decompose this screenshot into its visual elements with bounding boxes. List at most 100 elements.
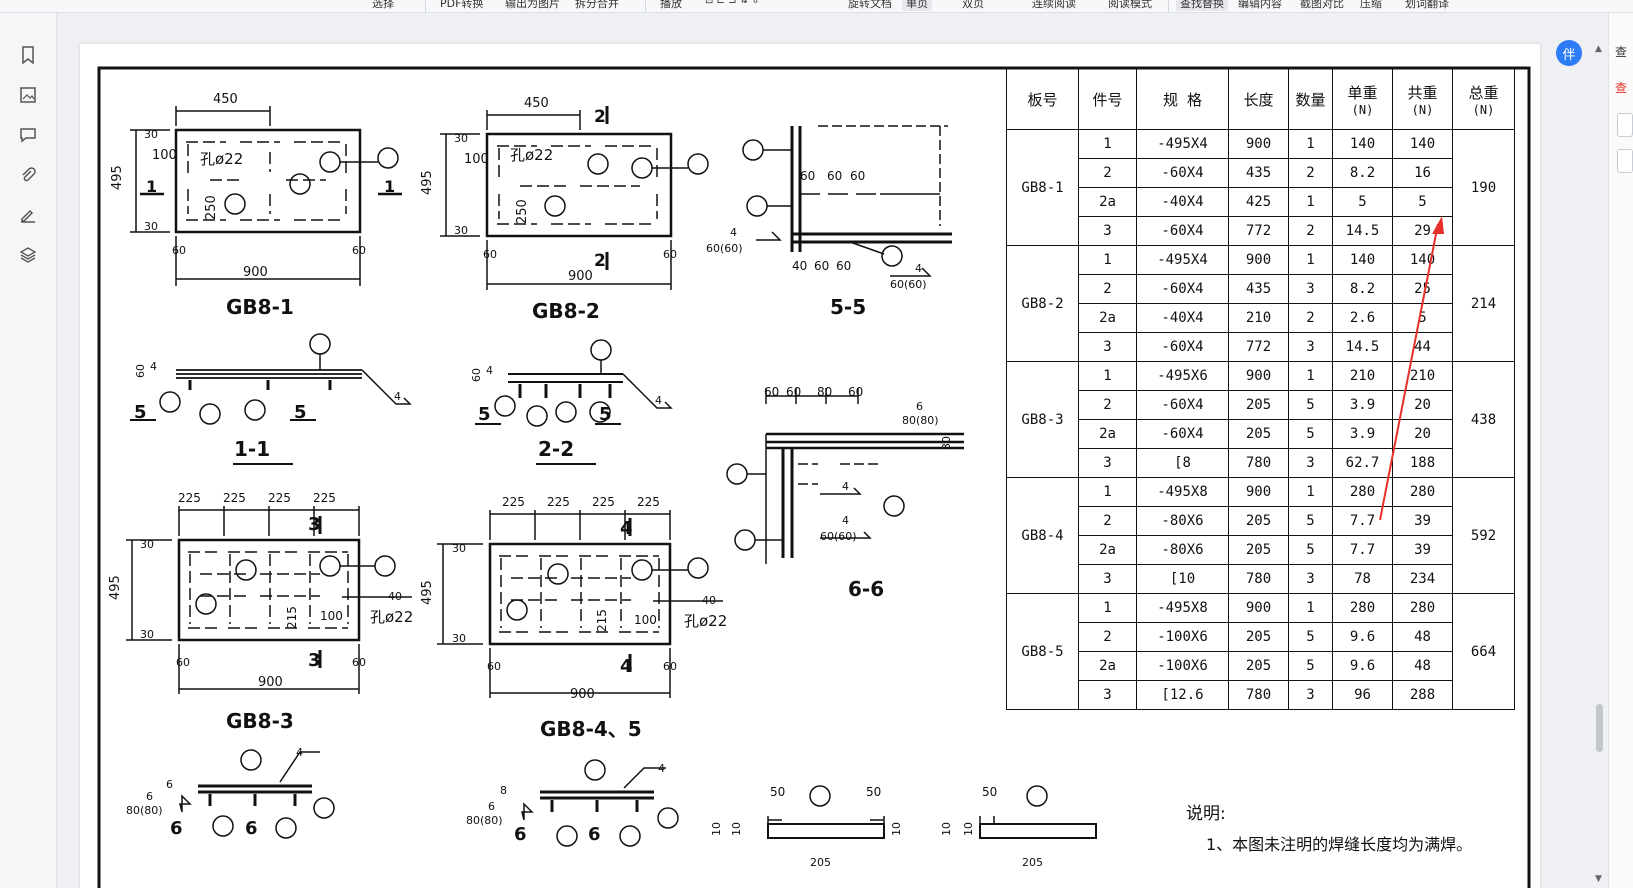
toolbar-translate[interactable]: 划词翻译: [1405, 0, 1449, 10]
section-mark: 2: [594, 107, 606, 127]
scroll-up-icon[interactable]: ▲: [1595, 44, 1602, 54]
weld-label: 4: [915, 262, 922, 275]
dim-text: 60: [850, 169, 865, 183]
table-cell: -60X4: [1136, 419, 1229, 449]
table-cell: 3: [1288, 274, 1333, 304]
scroll-thumb[interactable]: [1596, 704, 1603, 752]
dim-text: 10: [890, 822, 903, 836]
weld-label: 4: [655, 394, 662, 407]
dim-text: 50: [770, 785, 785, 799]
section-mark: 5: [599, 404, 612, 425]
dim-text: 40: [388, 590, 402, 603]
toolbar-compress[interactable]: 压缩: [1360, 0, 1382, 10]
toolbar-rotate[interactable]: 旋转文档: [848, 0, 892, 10]
layers-icon[interactable]: [18, 245, 38, 265]
toolbar-compare[interactable]: 截图对比: [1300, 0, 1344, 10]
table-cell: -60X4: [1136, 390, 1229, 420]
toolbar-find-replace[interactable]: 查找替换: [1176, 0, 1228, 11]
table-cell: 205: [1228, 651, 1289, 681]
table-cell: 205: [1228, 506, 1289, 536]
bookmark-icon[interactable]: [18, 45, 38, 65]
table-cell: 3: [1078, 332, 1137, 362]
dim-text: 225: [268, 491, 291, 505]
toolbar-edit-content[interactable]: 编辑内容: [1238, 0, 1282, 10]
table-cell: -80X6: [1136, 535, 1229, 565]
dim-text: 900: [258, 675, 283, 690]
toolbar-play[interactable]: 播放: [660, 0, 682, 10]
view-title: GB8-3: [226, 709, 294, 733]
scroll-down-icon[interactable]: ▼: [1595, 874, 1602, 884]
header-cell: 规 格: [1136, 68, 1229, 130]
right-panel-label-red[interactable]: 查: [1615, 81, 1628, 95]
comment-icon[interactable]: [18, 125, 38, 145]
dim-text: 60: [663, 660, 677, 673]
weld-label: 60(60): [706, 242, 743, 255]
dim-text: 60: [487, 660, 501, 673]
toolbar-double-page[interactable]: 双页: [962, 0, 984, 10]
toolbar-pdf-convert[interactable]: PDF转换: [440, 0, 484, 10]
weld-label: 60(60): [890, 278, 927, 291]
weld-label: 80(80): [466, 814, 503, 827]
table-cell: 48: [1392, 622, 1453, 652]
dim-text: 60: [800, 169, 815, 183]
table-cell: 8.2: [1332, 274, 1393, 304]
annotation-arrow[interactable]: [80, 44, 1540, 888]
dim-text: 100: [634, 613, 657, 627]
right-panel-checkbox[interactable]: [1617, 149, 1633, 173]
dim-text: 60: [470, 368, 483, 382]
view-title: 2-2: [538, 437, 574, 461]
dim-text: 4: [486, 364, 493, 377]
dim-text: 60: [814, 259, 829, 273]
right-panel-checkbox[interactable]: [1617, 113, 1633, 137]
zoom-icon[interactable]: ⊡ ⊏ ⊐ ⇅ ⇩: [705, 0, 760, 6]
dim-text: 60: [352, 656, 366, 669]
table-cell: 3: [1078, 216, 1137, 246]
dim-text: 30: [144, 220, 158, 233]
dim-text: 30: [140, 628, 154, 641]
table-cell: 20: [1392, 419, 1453, 449]
dim-text: 100: [152, 148, 177, 163]
signature-icon[interactable]: [18, 205, 38, 225]
toolbar-export-image[interactable]: 输出为图片: [505, 0, 560, 10]
section-mark: 3: [308, 514, 321, 535]
dim-text: 60: [848, 385, 863, 399]
weld-label: 4: [842, 514, 849, 527]
right-panel: 查 查: [1608, 13, 1633, 888]
weld-label: 60(60): [820, 530, 857, 543]
toolbar-split-merge[interactable]: 拆分合并: [575, 0, 619, 10]
table-cell: 1: [1078, 245, 1137, 275]
weld-label: 6: [488, 800, 495, 813]
dim-text: 225: [223, 491, 246, 505]
section-mark: 6: [514, 824, 527, 845]
toolbar-continuous[interactable]: 连续阅读: [1032, 0, 1076, 10]
assistant-float-button[interactable]: 伴: [1556, 40, 1582, 66]
dim-text: 30: [452, 632, 466, 645]
thumbnail-icon[interactable]: [18, 85, 38, 105]
table-cell: 1: [1288, 129, 1333, 159]
table-cell: 900: [1228, 361, 1289, 391]
dim-text: 225: [178, 491, 201, 505]
vertical-scrollbar[interactable]: ▲ ▼: [1593, 44, 1605, 888]
dim-text: 60: [764, 385, 779, 399]
toolbar-single-page[interactable]: 单页: [902, 0, 932, 11]
dim-text: 900: [243, 265, 268, 280]
dim-text: 30: [144, 128, 158, 141]
table-cell: 48: [1392, 651, 1453, 681]
attachment-icon[interactable]: [18, 165, 38, 185]
header-cell: 长度: [1228, 68, 1289, 130]
hole-label: 孔ø22: [370, 608, 413, 626]
toolbar-select[interactable]: 选择: [372, 0, 394, 10]
header-cell: 数量: [1288, 68, 1333, 130]
right-panel-label[interactable]: 查: [1615, 45, 1628, 59]
table-cell: 39: [1392, 506, 1453, 536]
section-mark: 6: [170, 818, 183, 839]
toolbar-reading-mode[interactable]: 阅读模式: [1108, 0, 1152, 10]
table-header-row: 板号 件号 规 格 长度 数量 单重(N) 共重(N) 总重(N): [1006, 68, 1515, 130]
table-cell: 39: [1392, 535, 1453, 565]
